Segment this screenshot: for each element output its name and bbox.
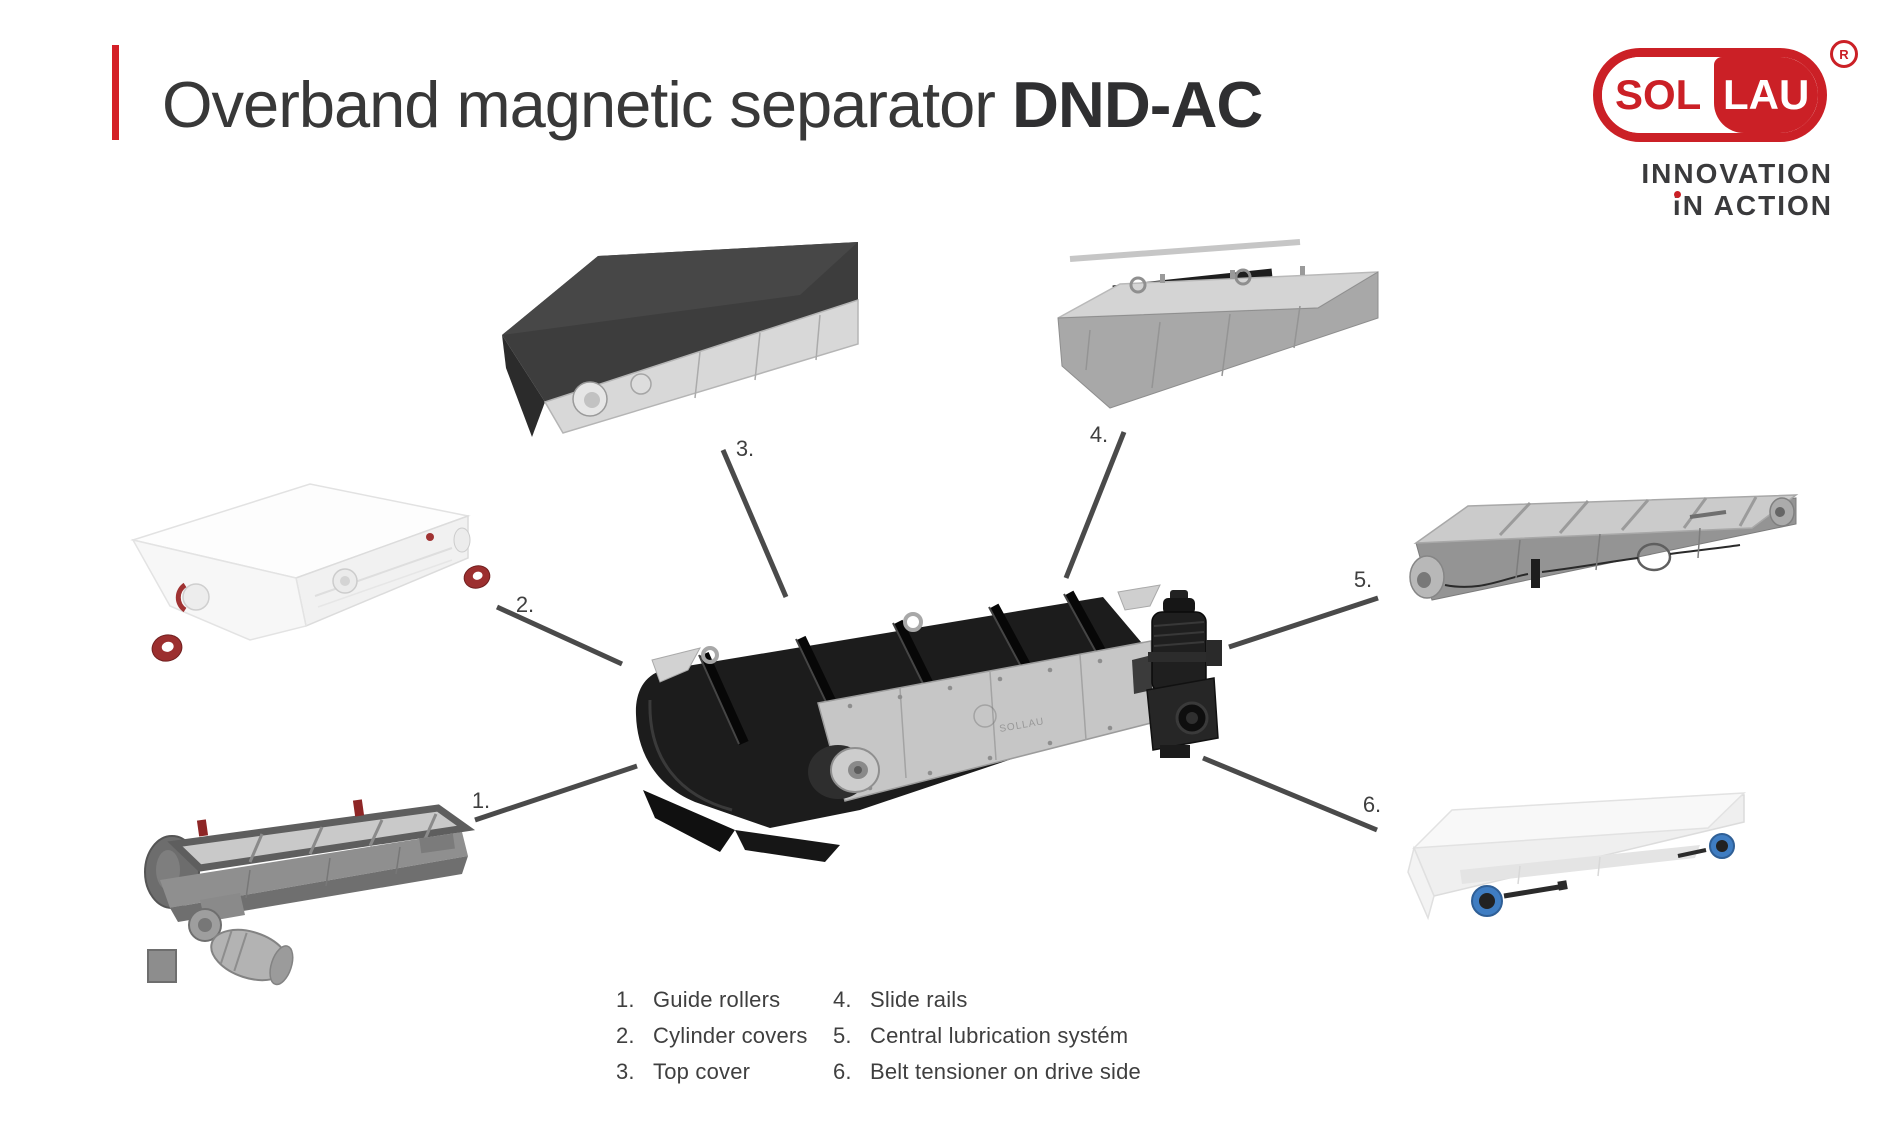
callout-line-2 xyxy=(495,604,624,667)
callout-number-6: 6. xyxy=(1363,792,1381,817)
eyebolt-icon xyxy=(903,612,923,632)
blue-tensioner-bearing-left xyxy=(1471,880,1568,917)
red-cover-ring-left xyxy=(151,634,183,662)
legend-item-top-cover: 3. Top cover xyxy=(616,1054,808,1090)
page-title: Overband magnetic separator DND-AC xyxy=(162,72,1263,137)
logo-text-lau: LAU xyxy=(1714,57,1818,133)
registered-trademark-icon: R xyxy=(1830,40,1858,68)
callout-line-4 xyxy=(1063,431,1127,579)
title-accent-bar xyxy=(112,45,119,140)
logo-tagline-line2: iN ACTION xyxy=(1673,190,1833,222)
drive-motor xyxy=(210,928,294,986)
lubrication-tubes xyxy=(1444,544,1741,588)
red-cover-ring-right xyxy=(463,565,491,589)
callout-number-2: 2. xyxy=(516,592,534,617)
slide-rail-gray xyxy=(1069,239,1301,262)
legend-number: 6. xyxy=(833,1059,852,1084)
legend-number: 4. xyxy=(833,987,852,1012)
exploded-view-top-cover xyxy=(502,242,859,437)
lubrication-block xyxy=(1531,559,1540,588)
legend-column-2: 4. Slide rails 5. Central lubrication sy… xyxy=(833,982,1141,1090)
logo-text-sol: SOL xyxy=(1602,57,1715,133)
legend-label: Cylinder covers xyxy=(653,1023,808,1048)
callout-number-4: 4. xyxy=(1090,422,1108,447)
legend-item-cylinder-covers: 2. Cylinder covers xyxy=(616,1018,808,1054)
frame-emblem-icon xyxy=(973,704,997,728)
logo-tagline-line1: INNOVATION xyxy=(1641,158,1833,189)
callout-number-1: 1. xyxy=(472,788,490,813)
drive-drum xyxy=(808,745,880,799)
drive-motor xyxy=(1132,590,1222,758)
legend-label: Top cover xyxy=(653,1059,751,1084)
callout-number-3: 3. xyxy=(736,436,754,461)
tagline-i-letter: i xyxy=(1672,190,1683,221)
legend-number: 3. xyxy=(616,1059,635,1084)
exploded-view-cylinder-covers xyxy=(130,483,491,662)
sollau-logo-capsule: SOL LAU xyxy=(1593,48,1827,142)
callout-line-5 xyxy=(1228,595,1379,650)
legend-number: 2. xyxy=(616,1023,635,1048)
eyebolt-icon xyxy=(701,646,719,664)
main-product-illustration: SOLLAU xyxy=(635,584,1222,862)
exploded-view-belt-tensioner xyxy=(1407,792,1746,921)
legend-number: 5. xyxy=(833,1023,852,1048)
sollau-logo: SOL LAU R INNOVATION iN ACTION xyxy=(1560,40,1860,230)
tagline-rest: N ACTION xyxy=(1682,190,1833,221)
exploded-view-guide-rollers xyxy=(144,799,476,986)
title-bold: DND-AC xyxy=(1011,68,1263,141)
legend-column-1: 1. Guide rollers 2. Cylinder covers 3. T… xyxy=(616,982,808,1090)
title-regular: Overband magnetic separator xyxy=(162,68,1012,141)
eyebolt-icon xyxy=(1234,268,1252,286)
callout-lines xyxy=(474,431,1379,833)
callout-line-1 xyxy=(474,763,638,823)
legend-item-central-lubrication: 5. Central lubrication systém xyxy=(833,1018,1141,1054)
callout-line-3 xyxy=(720,449,789,598)
legend-label: Slide rails xyxy=(870,987,968,1012)
legend-label: Belt tensioner on drive side xyxy=(870,1059,1141,1084)
legend-item-belt-tensioner: 6. Belt tensioner on drive side xyxy=(833,1054,1141,1090)
red-cylinder-cover-arc xyxy=(175,582,187,613)
legend-item-slide-rails: 4. Slide rails xyxy=(833,982,1141,1018)
legend-label: Guide rollers xyxy=(653,987,781,1012)
blue-tensioner-bearing-right xyxy=(1677,833,1735,859)
exploded-view-central-lubrication xyxy=(1409,494,1799,601)
legend-number: 1. xyxy=(616,987,635,1012)
legend-label: Central lubrication systém xyxy=(870,1023,1129,1048)
red-guide-roller-marker xyxy=(196,819,209,837)
exploded-view-slide-rails xyxy=(1057,239,1379,409)
callout-number-5: 5. xyxy=(1354,567,1372,592)
callout-line-6 xyxy=(1202,755,1378,833)
red-guide-roller-marker xyxy=(352,799,365,817)
eyebolt-icon xyxy=(1129,276,1147,294)
legend-item-guide-rollers: 1. Guide rollers xyxy=(616,982,808,1018)
